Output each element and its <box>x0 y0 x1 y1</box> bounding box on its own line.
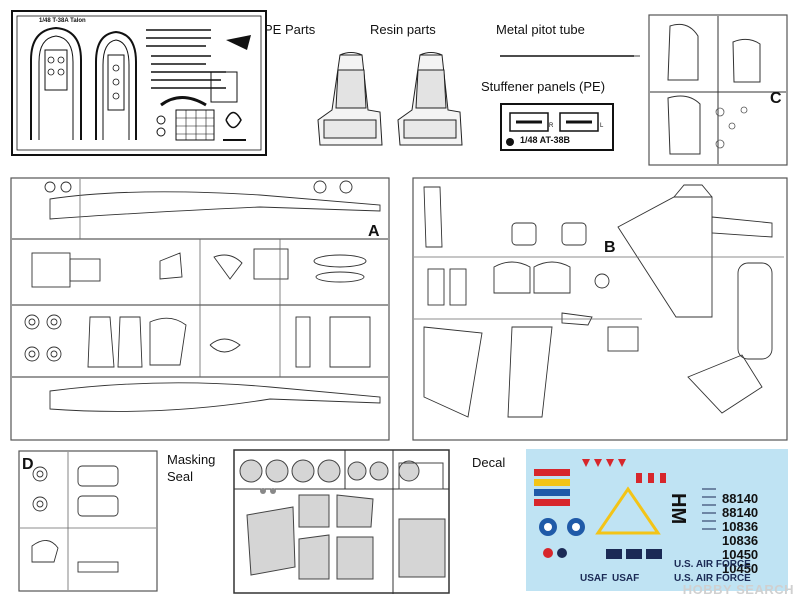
label-stuffener: Stuffener panels (PE) <box>481 79 606 94</box>
sprue-d-panel: D <box>18 450 158 592</box>
label-metal-pitot: Metal pitot tube <box>496 22 585 37</box>
sprue-c-tag: C <box>770 90 782 107</box>
decal-serial-1: 88140 <box>722 491 759 506</box>
decal-usaf-2: USAF <box>612 573 640 584</box>
metal-pitot-tube <box>500 52 640 60</box>
decal-serial-6: 10450 <box>722 561 759 576</box>
sprue-d-tag: D <box>22 456 34 473</box>
label-masking: Masking <box>167 452 216 467</box>
label-seal: Seal <box>167 469 194 484</box>
sprue-b-panel: B <box>412 177 788 441</box>
decal-air-force-2: U.S. AIR FORCE <box>674 573 751 584</box>
sprue-b-tag: B <box>604 239 616 256</box>
stuffener-side-r: R <box>549 123 554 129</box>
label-resin-parts: Resin parts <box>370 22 436 37</box>
decal-usaf-1: USAF <box>580 573 608 584</box>
sprue-c-panel: C <box>648 14 788 166</box>
resin-seat-1 <box>317 52 383 146</box>
decal-tail-code: HM <box>667 493 689 525</box>
masking-sheet <box>233 449 450 594</box>
watermark: HOBBY SEARCH <box>682 582 794 597</box>
stuffener-code: 1/48 AT-38B <box>520 135 571 145</box>
decal-serial-2: 88140 <box>722 505 759 520</box>
resin-seats <box>310 50 480 158</box>
decal-serial-3: 10836 <box>722 519 759 534</box>
decal-serial-4: 10836 <box>722 533 759 548</box>
stuffener-side-l: L <box>600 123 604 129</box>
pe-fret-drawing <box>11 10 267 156</box>
decal-serial-5: 10450 <box>722 547 759 562</box>
decal-air-force-1: U.S. AIR FORCE <box>674 559 751 570</box>
decal-sheet: HM 88140 88140 10836 10836 10450 10450 U… <box>526 449 788 591</box>
label-decal: Decal <box>472 455 506 470</box>
sprue-a-tag: A <box>368 223 380 240</box>
pe-fret-title: 1/48 T-38A Talon <box>39 18 86 24</box>
sprue-a-panel: A <box>10 177 390 441</box>
label-pe-parts: PE Parts <box>264 22 316 37</box>
stuffener-plate: 1/48 AT-38B R L <box>500 103 614 151</box>
resin-seat-2 <box>397 52 463 146</box>
pe-fret-panel: 1/48 T-38A Talon <box>11 10 267 156</box>
